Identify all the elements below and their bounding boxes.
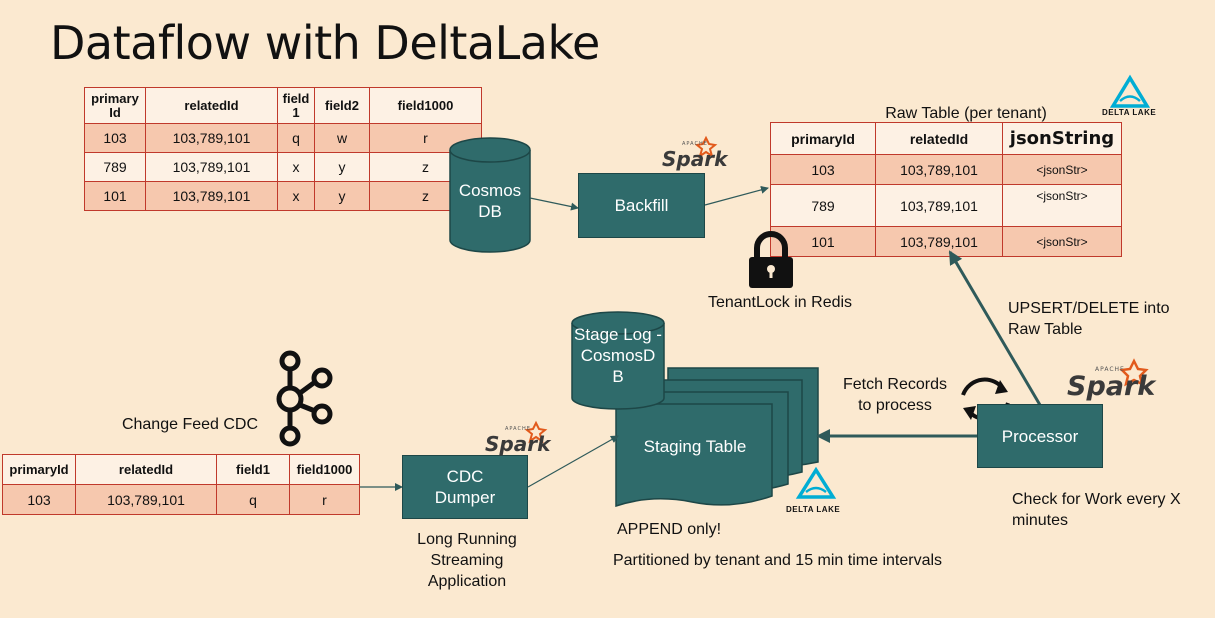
- table-row: 103 103,789,101 q r: [2, 484, 360, 515]
- raw-table-caption: Raw Table (per tenant): [885, 105, 1047, 122]
- raw-header-primary-id: primaryId: [770, 122, 876, 155]
- spark-star-icon-processor: [1119, 358, 1149, 387]
- table-cell: 101: [84, 181, 146, 211]
- delta-lake-icon-top: [1109, 74, 1151, 108]
- arrow-dumper-to-staging: [527, 435, 619, 488]
- stage-log-cylinder: [571, 311, 665, 410]
- table-cell: 103,789,101: [875, 226, 1003, 257]
- arrow-cosmos-to-backfill: [529, 197, 579, 211]
- page-title: Dataflow with DeltaLake: [50, 16, 600, 70]
- source-header-related-id: relatedId: [145, 87, 278, 124]
- table-cell: 101: [770, 226, 876, 257]
- raw-header-json-string: jsonString: [1002, 122, 1122, 155]
- spark-logo-text: Spark: [1067, 371, 1156, 402]
- upsert-label: UPSERT/DELETE into Raw Table: [1008, 300, 1170, 338]
- source-header-field2: field2: [314, 87, 370, 124]
- staging-table-stack: [615, 367, 819, 508]
- table-cell: r: [289, 484, 360, 515]
- raw-table-header-row: primaryId relatedId jsonString: [770, 122, 1122, 155]
- source-table-header-row: primary Id relatedId field 1 field2 fiel…: [84, 87, 482, 124]
- backfill-box: Backfill: [578, 173, 705, 238]
- spark-logo-text: Spark: [485, 432, 551, 456]
- spark-apache-label: APACHE: [1095, 366, 1125, 373]
- table-cell: <jsonStr>: [1002, 184, 1122, 227]
- spark-apache-label: APACHE: [505, 426, 531, 432]
- delta-lake-logo-text-staging: DELTA LAKE: [786, 505, 841, 514]
- delta-lake-icon-staging: [795, 466, 837, 499]
- cdc-dumper-box: CDC Dumper: [402, 455, 528, 519]
- cdc-header-related-id: relatedId: [75, 454, 217, 485]
- table-cell: 789: [770, 184, 876, 227]
- stage-log-label: Stage Log - CosmosD B: [574, 325, 662, 386]
- source-header-field1: field 1: [277, 87, 315, 124]
- cdc-header-primary-id: primaryId: [2, 454, 76, 485]
- table-cell: 103: [84, 123, 146, 153]
- processor-note: Check for Work every X minutes: [1012, 491, 1181, 529]
- spark-star-icon-cdc: [524, 420, 548, 444]
- table-cell: x: [277, 152, 315, 182]
- table-row: 101 103,789,101 <jsonStr>: [770, 226, 1122, 257]
- table-cell: y: [314, 181, 370, 211]
- cosmos-db-cylinder: [449, 137, 531, 253]
- kafka-icon: [276, 350, 333, 447]
- table-row: 103 103,789,101 q w r: [84, 123, 482, 153]
- table-cell: 789: [84, 152, 146, 182]
- source-table: primary Id relatedId field 1 field2 fiel…: [84, 87, 482, 211]
- spark-logo-cdc: APACHE Spark: [485, 426, 551, 456]
- raw-table: primaryId relatedId jsonString 103 103,7…: [770, 122, 1122, 257]
- append-note: APPEND only!: [616, 521, 722, 538]
- spark-logo-text: Spark: [662, 147, 728, 171]
- delta-lake-logo-text-top: DELTA LAKE: [1102, 108, 1157, 117]
- table-cell: 103,789,101: [145, 123, 278, 153]
- processor-box: Processor: [977, 404, 1103, 468]
- table-cell: <jsonStr>: [1002, 154, 1122, 185]
- streaming-note: Long Running Streaming Application: [417, 531, 517, 590]
- table-cell: q: [216, 484, 290, 515]
- cdc-table-header-row: primaryId relatedId field1 field1000: [2, 454, 360, 485]
- source-header-field1000: field1000: [369, 87, 482, 124]
- staging-table-label: Staging Table: [643, 437, 747, 456]
- partition-note: Partitioned by tenant and 15 min time in…: [612, 552, 943, 569]
- cdc-header-field1: field1: [216, 454, 290, 485]
- arrow-backfill-to-raw: [704, 185, 769, 206]
- table-cell: 103,789,101: [145, 181, 278, 211]
- arrow-processor-to-raw: [948, 250, 1042, 406]
- spark-logo-backfill: APACHE Spark: [662, 141, 728, 171]
- cosmos-db-label: Cosmos DB: [458, 181, 522, 221]
- spark-star-icon-backfill: [694, 135, 718, 159]
- table-cell: w: [314, 123, 370, 153]
- raw-header-related-id: relatedId: [875, 122, 1003, 155]
- cdc-table: primaryId relatedId field1 field1000 103…: [2, 454, 360, 515]
- fetch-label: Fetch Records to process: [842, 376, 948, 414]
- table-cell: 103,789,101: [75, 484, 217, 515]
- change-feed-label: Change Feed CDC: [121, 416, 259, 433]
- table-cell: 103: [2, 484, 76, 515]
- source-header-primary-id: primary Id: [84, 87, 146, 124]
- table-cell: 103: [770, 154, 876, 185]
- spark-logo-processor: APACHE Spark: [1067, 366, 1156, 402]
- lock-icon: [749, 231, 793, 288]
- table-cell: 103,789,101: [145, 152, 278, 182]
- spark-apache-label: APACHE: [682, 141, 708, 147]
- tenant-lock-label: TenantLock in Redis: [707, 294, 853, 311]
- table-cell: r: [369, 123, 482, 153]
- table-row: 789 103,789,101 <jsonStr>: [770, 184, 1122, 227]
- table-cell: 103,789,101: [875, 184, 1003, 227]
- table-cell: <jsonStr>: [1002, 226, 1122, 257]
- table-cell: x: [277, 181, 315, 211]
